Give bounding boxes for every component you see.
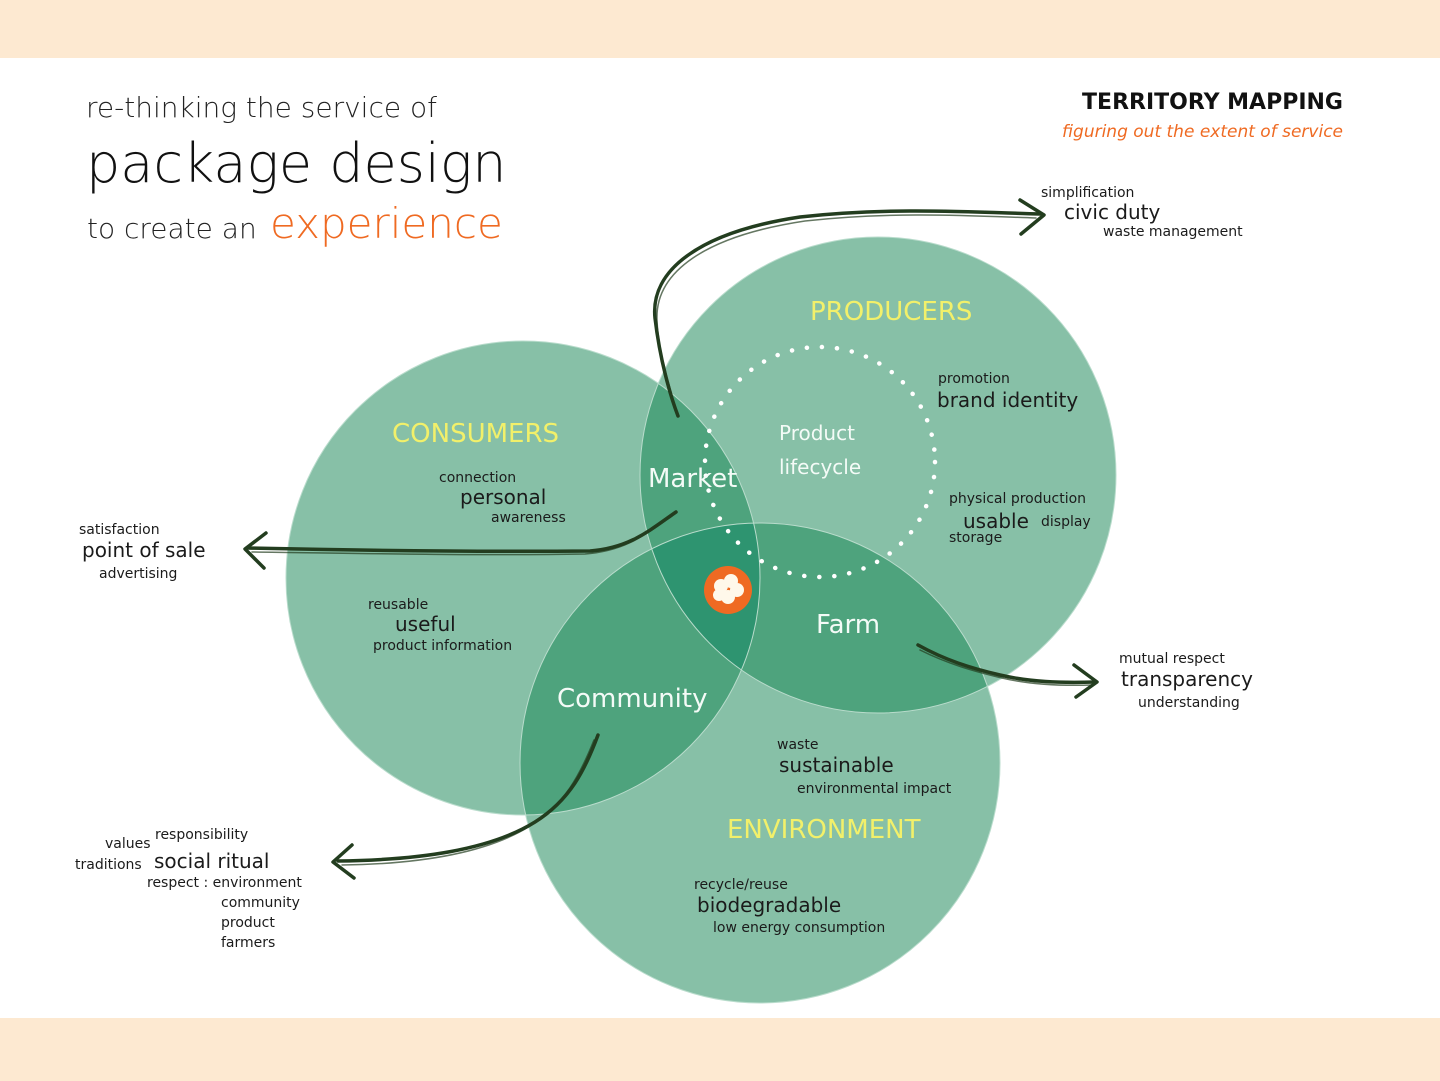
bottom-band: [0, 1018, 1440, 1081]
term-environmental-impact: environmental impact: [797, 781, 952, 797]
term-useful: useful: [395, 612, 456, 636]
popcorn-icon: [704, 566, 752, 614]
market-label: Market: [648, 464, 738, 494]
term-personal: personal: [460, 485, 547, 509]
term-sustainable: sustainable: [779, 753, 894, 777]
term-low-energy-consumption: low energy consumption: [713, 920, 886, 936]
term-biodegradable: biodegradable: [697, 893, 842, 917]
term-physical-production: physical production: [949, 491, 1087, 507]
arrow-farm-transparency-shadow: [919, 649, 1093, 687]
arrow-community-social-shadow: [341, 739, 595, 866]
term-waste-management: waste management: [1103, 224, 1243, 240]
term-promotion: promotion: [938, 371, 1010, 387]
arrow-community-social: [336, 733, 600, 863]
territory-mapping-title: TERRITORY MAPPING: [1082, 90, 1343, 115]
farm-overlap: [640, 523, 1000, 713]
term-transparency: transparency: [1121, 667, 1253, 691]
term-mutual-respect: mutual respect: [1119, 651, 1225, 667]
term-satisfaction: satisfaction: [79, 522, 160, 538]
environment-outline: [519, 522, 1001, 1004]
product-lifecycle-label-2: lifecycle: [779, 455, 862, 479]
term-values: values: [105, 836, 151, 852]
arrow-market-civic-shadow: [656, 214, 1037, 411]
hand-drawn-arrow-icon: [243, 198, 1099, 880]
term-advertising: advertising: [99, 566, 178, 582]
term-point-of-sale: point of sale: [82, 538, 206, 562]
title-line-1: re-thinking the service of: [86, 91, 437, 124]
term-community: community: [221, 895, 300, 911]
term-usable: usable: [963, 509, 1029, 533]
term-product: product: [221, 915, 275, 931]
term-connection: connection: [439, 470, 517, 486]
term-recycle-reuse: recycle/reuse: [694, 877, 788, 893]
term-farmers: farmers: [221, 935, 276, 951]
consumers-outline: [285, 340, 761, 816]
term-responsibility: responsibility: [155, 827, 249, 843]
product-lifecycle-label-1: Product: [779, 421, 855, 445]
arrowhead-social: [331, 843, 356, 880]
product-lifecycle-ring: [702, 344, 938, 580]
producers-outline: [639, 236, 1117, 714]
term-civic-duty: civic duty: [1064, 200, 1161, 224]
term-waste: waste: [777, 737, 819, 753]
community-overlap: [520, 523, 760, 815]
term-brand-identity: brand identity: [937, 388, 1079, 412]
term-product-information: product information: [373, 638, 513, 654]
arrow-market-pos-shadow: [251, 515, 673, 556]
farm-label: Farm: [816, 610, 881, 640]
community-label: Community: [557, 684, 708, 714]
term-simplification: simplification: [1041, 185, 1135, 201]
term-reusable: reusable: [368, 597, 429, 613]
producers-label: PRODUCERS: [810, 297, 973, 327]
term-awareness: awareness: [491, 510, 566, 526]
title-line-3-highlight: experience: [270, 199, 503, 248]
arrowhead-civic: [1018, 198, 1046, 236]
term-traditions: traditions: [75, 857, 142, 873]
territory-mapping-subtitle: figuring out the extent of service: [1062, 122, 1343, 142]
term-respect-environment: respect : environment: [147, 875, 302, 891]
top-band: [0, 0, 1440, 58]
arrow-market-pos: [246, 510, 678, 554]
term-storage: storage: [949, 530, 1003, 546]
term-display: display: [1041, 514, 1091, 530]
term-understanding: understanding: [1138, 695, 1240, 711]
environment-label: ENVIRONMENT: [727, 815, 921, 845]
arrowhead-pos: [243, 531, 268, 570]
title-line-3-prefix: to create an: [87, 212, 257, 245]
arrow-farm-transparency: [916, 643, 1097, 685]
term-social-ritual: social ritual: [154, 849, 270, 873]
arrowhead-transparency: [1072, 663, 1099, 699]
title-line-2: package design: [86, 132, 507, 195]
consumers-label: CONSUMERS: [392, 419, 560, 449]
